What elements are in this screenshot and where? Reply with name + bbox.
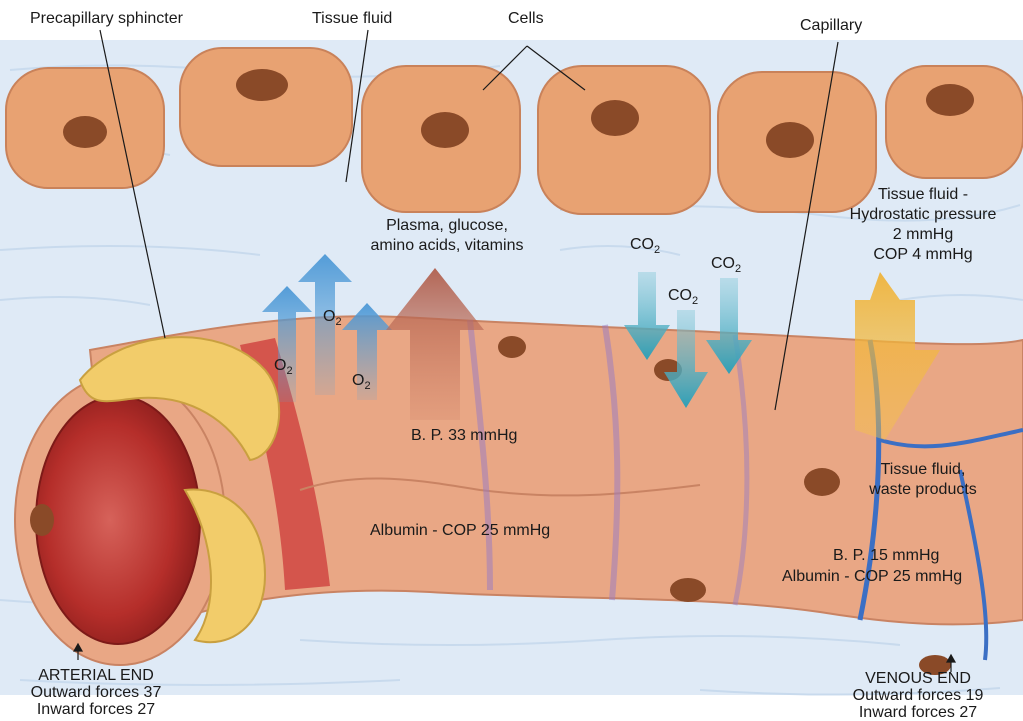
nucleus — [236, 69, 288, 101]
label-venous-end: VENOUS END Outward forces 19 Inward forc… — [818, 670, 1018, 721]
label-co2: CO2 — [630, 235, 660, 255]
label-arterial-end: ARTERIAL END Outward forces 37 Inward fo… — [6, 667, 186, 718]
label-plasma-nutrients: Plasma, glucose, amino acids, vitamins — [354, 216, 540, 256]
label-waste-products: Tissue fluid, waste products — [842, 460, 1004, 500]
nucleus — [591, 100, 639, 136]
nucleus — [766, 122, 814, 158]
label-albumin-venous: Albumin - COP 25 mmHg — [782, 567, 962, 587]
label-co2: CO2 — [711, 254, 741, 274]
label-bp-arterial: B. P. 33 mmHg — [411, 426, 517, 446]
label-tissue-fluid-pressure: Tissue fluid - Hydrostatic pressure 2 mm… — [832, 185, 1014, 265]
cell — [180, 48, 352, 166]
cell — [538, 66, 710, 214]
label-bp-venous: B. P. 15 mmHg — [833, 546, 939, 566]
label-o2: O2 — [352, 371, 371, 391]
label-capillary: Capillary — [800, 16, 862, 36]
nucleus — [30, 504, 54, 536]
nucleus — [670, 578, 706, 602]
label-precapillary-sphincter: Precapillary sphincter — [30, 9, 183, 29]
label-o2: O2 — [323, 307, 342, 327]
nucleus — [498, 336, 526, 358]
label-co2: CO2 — [668, 286, 698, 306]
nucleus — [63, 116, 107, 148]
nucleus — [421, 112, 469, 148]
label-cells: Cells — [508, 9, 544, 29]
arterial-end-opening — [15, 375, 225, 665]
nucleus — [926, 84, 974, 116]
nucleus — [804, 468, 840, 496]
label-o2: O2 — [274, 356, 293, 376]
label-tissue-fluid: Tissue fluid — [312, 9, 392, 29]
label-albumin-arterial: Albumin - COP 25 mmHg — [370, 521, 550, 541]
cell — [886, 66, 1023, 178]
